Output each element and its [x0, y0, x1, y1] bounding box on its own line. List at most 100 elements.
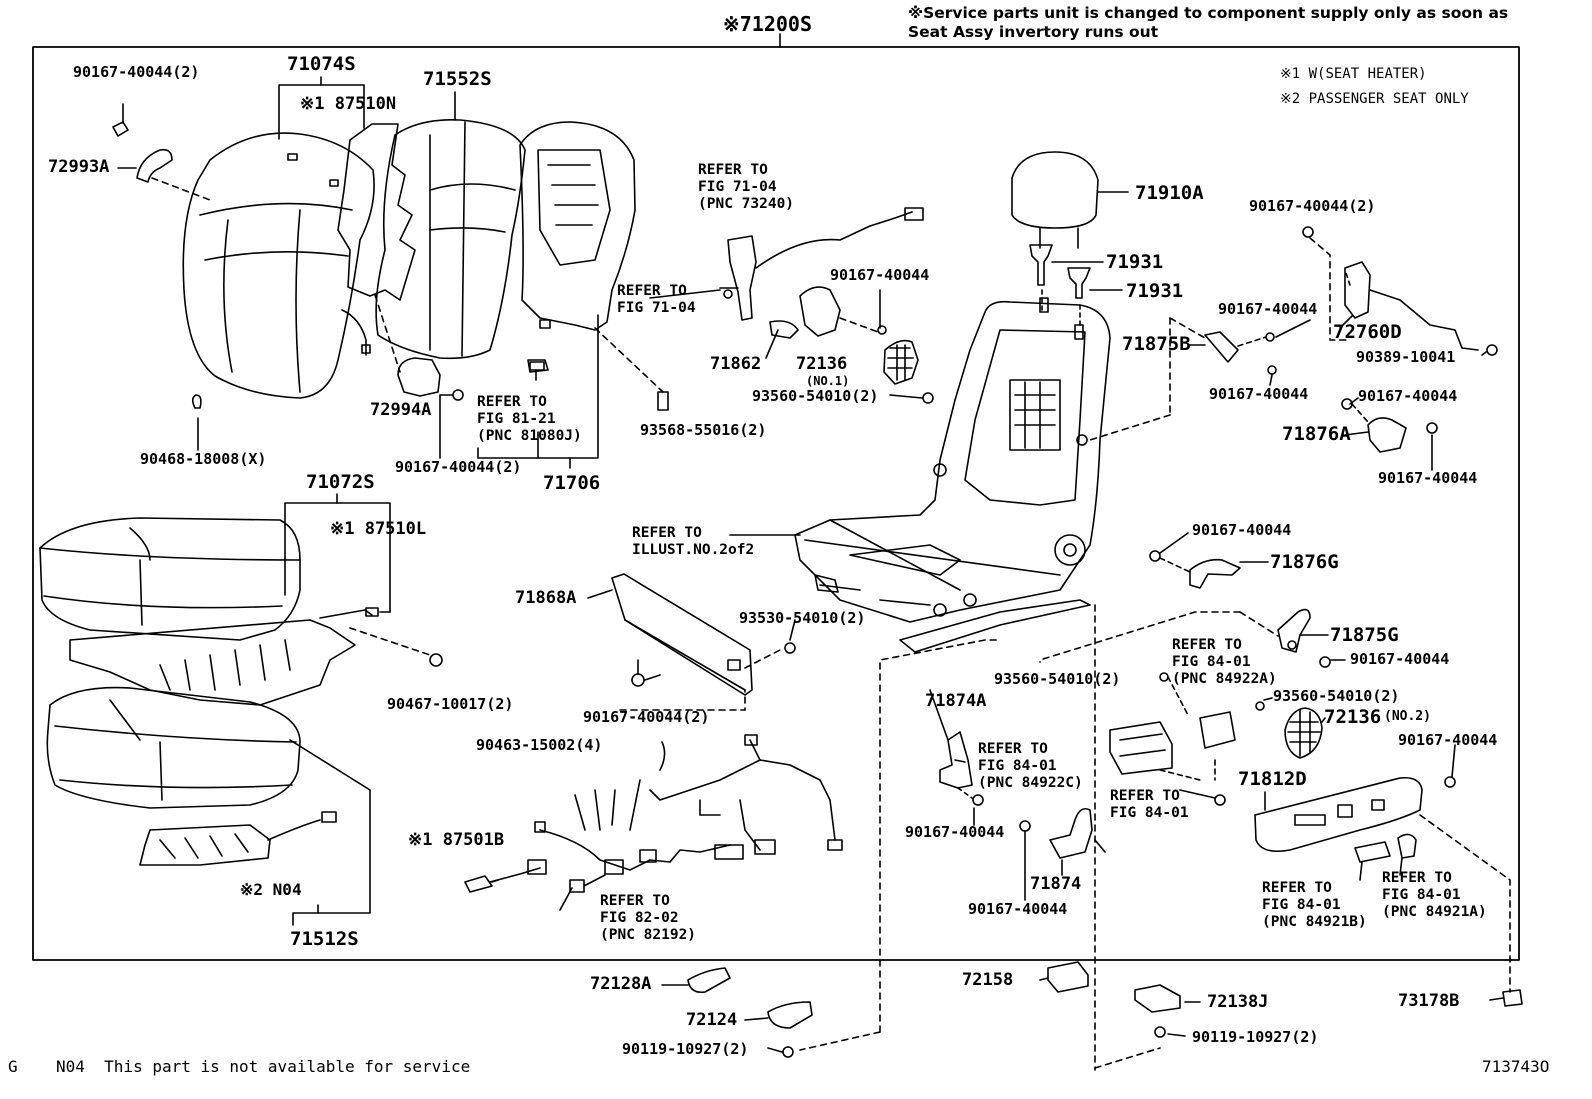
part-label[interactable]: 90167-40044	[1209, 385, 1309, 403]
headrest-guide-icon	[1029, 244, 1053, 286]
part-label[interactable]: 90167-40044(2)	[583, 708, 710, 726]
headrest-icon	[1011, 151, 1129, 249]
part-label[interactable]: ※1 87510N	[300, 94, 397, 114]
diagram-frame	[32, 46, 1520, 961]
part-label[interactable]: 90463-15002(4)	[476, 736, 603, 754]
part-label[interactable]: 71512S	[290, 928, 359, 950]
bracket-71874-icon	[1049, 807, 1093, 859]
part-label-sub: (NO.2)	[1384, 709, 1431, 724]
part-label-sub: (NO.1)	[806, 374, 850, 388]
part-label[interactable]: ※1 87501B	[408, 830, 505, 850]
part-label[interactable]: 71552S	[423, 68, 492, 90]
part-label[interactable]: 90167-40044	[1378, 469, 1478, 487]
seatback-cover-icon	[182, 132, 375, 399]
heater-switch-no2-icon	[1284, 707, 1323, 759]
part-label[interactable]: 93560-54010(2)	[1273, 687, 1400, 705]
part-label[interactable]: 73178B	[1398, 991, 1460, 1011]
part-label[interactable]: 71874A	[925, 691, 987, 711]
part-label[interactable]: 71862	[710, 354, 762, 374]
side-shield-71868a-icon	[611, 573, 753, 696]
refer-note[interactable]: REFER TO FIG 84-01 (PNC 84922A)	[1172, 637, 1277, 688]
part-label[interactable]: 72136	[796, 354, 848, 374]
part-73178b-icon	[1502, 989, 1523, 1007]
part-label[interactable]: 90119-10927(2)	[622, 1040, 749, 1058]
headrest-guide-icon-2	[1067, 267, 1091, 299]
part-label[interactable]: 90167-40044	[1398, 731, 1498, 749]
part-label[interactable]: 72124	[686, 1010, 738, 1030]
part-label[interactable]: 71706	[543, 472, 601, 494]
wire-harness-icon	[534, 734, 843, 893]
part-label[interactable]: 90167-40044	[1192, 521, 1292, 539]
part-label[interactable]: 90167-40044	[830, 266, 930, 284]
part-label[interactable]: 90167-40044	[905, 823, 1005, 841]
part-label[interactable]: 71876A	[1282, 423, 1351, 445]
seatback-pad-icon	[375, 118, 526, 360]
service-note: ※Service parts unit is changed to compon…	[908, 4, 1509, 42]
clip-72993a-icon	[136, 148, 173, 183]
part-label[interactable]: 71875B	[1122, 333, 1191, 355]
seat-cushion-pad-icon	[46, 686, 301, 809]
refer-note[interactable]: REFER TO FIG 84-01	[1110, 788, 1189, 822]
footer-code: G	[8, 1057, 18, 1076]
part-label[interactable]: 90167-40044(2)	[395, 458, 522, 476]
part-label[interactable]: 72994A	[370, 400, 432, 420]
part-label[interactable]: 71931	[1126, 280, 1184, 302]
part-72124-icon	[767, 1001, 813, 1029]
seat-frame-icon	[794, 297, 1111, 653]
refer-note[interactable]: REFER TO FIG 71-04	[617, 283, 696, 317]
refer-note[interactable]: REFER TO FIG 84-01 (PNC 84922C)	[978, 741, 1083, 792]
refer-note[interactable]: REFER TO FIG 81-21 (PNC 81080J)	[477, 394, 582, 445]
part-label[interactable]: 72128A	[590, 974, 652, 994]
seat-switch-base-icon	[1109, 721, 1173, 775]
part-72158-icon	[1047, 961, 1089, 993]
part-label[interactable]: 90167-40044(2)	[73, 63, 200, 81]
switch-84921b-icon	[1354, 841, 1391, 863]
part-label[interactable]: 71074S	[287, 53, 356, 75]
part-label[interactable]: 72136	[1324, 706, 1382, 728]
part-label[interactable]: 90167-40044	[1218, 300, 1318, 318]
part-label[interactable]: 71812D	[1238, 768, 1307, 790]
seatback-frame-icon	[519, 121, 636, 371]
assembly-label: ※71200S	[723, 12, 813, 36]
part-label[interactable]: 90119-10927(2)	[1192, 1028, 1319, 1046]
refer-note[interactable]: REFER TO FIG 84-01 (PNC 84921B)	[1262, 880, 1367, 931]
legend-note-1: ※1 W(SEAT HEATER)	[1280, 66, 1427, 82]
part-label[interactable]: 90468-18008(X)	[140, 450, 267, 468]
part-label[interactable]: 71874	[1030, 874, 1082, 894]
part-label[interactable]: 71072S	[306, 471, 375, 493]
part-label[interactable]: 72138J	[1207, 992, 1269, 1012]
seat-part-71862-icon	[799, 286, 841, 337]
part-label[interactable]: ※2 N04	[240, 880, 302, 899]
part-label[interactable]: ※1 87510L	[330, 519, 427, 539]
part-label[interactable]: 72993A	[48, 157, 110, 177]
part-label[interactable]: 93530-54010(2)	[739, 609, 866, 627]
part-label[interactable]: 90467-10017(2)	[387, 695, 514, 713]
part-label[interactable]: 93560-54010(2)	[752, 387, 879, 405]
heater-switch-no1-icon	[883, 339, 919, 385]
part-label[interactable]: 72760D	[1333, 321, 1402, 343]
part-label[interactable]: 90389-10041	[1356, 348, 1456, 366]
refer-note[interactable]: REFER TO FIG 84-01 (PNC 84921A)	[1382, 870, 1487, 921]
refer-note[interactable]: REFER TO FIG 82-02 (PNC 82192)	[600, 893, 697, 944]
part-label[interactable]: 71910A	[1135, 182, 1204, 204]
part-72138j-icon	[1134, 984, 1181, 1013]
part-label[interactable]: 71875G	[1330, 624, 1399, 646]
switch-84921a-icon	[1397, 833, 1417, 859]
part-label[interactable]: 90167-40044	[1358, 387, 1458, 405]
refer-note[interactable]: REFER TO FIG 71-04 (PNC 73240)	[698, 162, 795, 213]
refer-note[interactable]: REFER TO ILLUST.NO.2of2	[632, 525, 755, 559]
part-label[interactable]: 90167-40044(2)	[1249, 197, 1376, 215]
part-label[interactable]: 72158	[962, 970, 1014, 990]
part-label[interactable]: 71931	[1106, 251, 1164, 273]
part-label[interactable]: 93560-54010(2)	[994, 670, 1121, 688]
seatback-heater-icon	[337, 123, 416, 301]
part-label[interactable]: 90167-40044	[968, 900, 1068, 918]
switch-module-icon	[1199, 711, 1236, 749]
part-label[interactable]: 90167-40044	[1350, 650, 1450, 668]
part-label[interactable]: 71876G	[1270, 551, 1339, 573]
part-label[interactable]: 71868A	[515, 588, 577, 608]
part-label[interactable]: 93568-55016(2)	[640, 421, 767, 439]
seatbelt-buckle-icon	[719, 207, 924, 321]
